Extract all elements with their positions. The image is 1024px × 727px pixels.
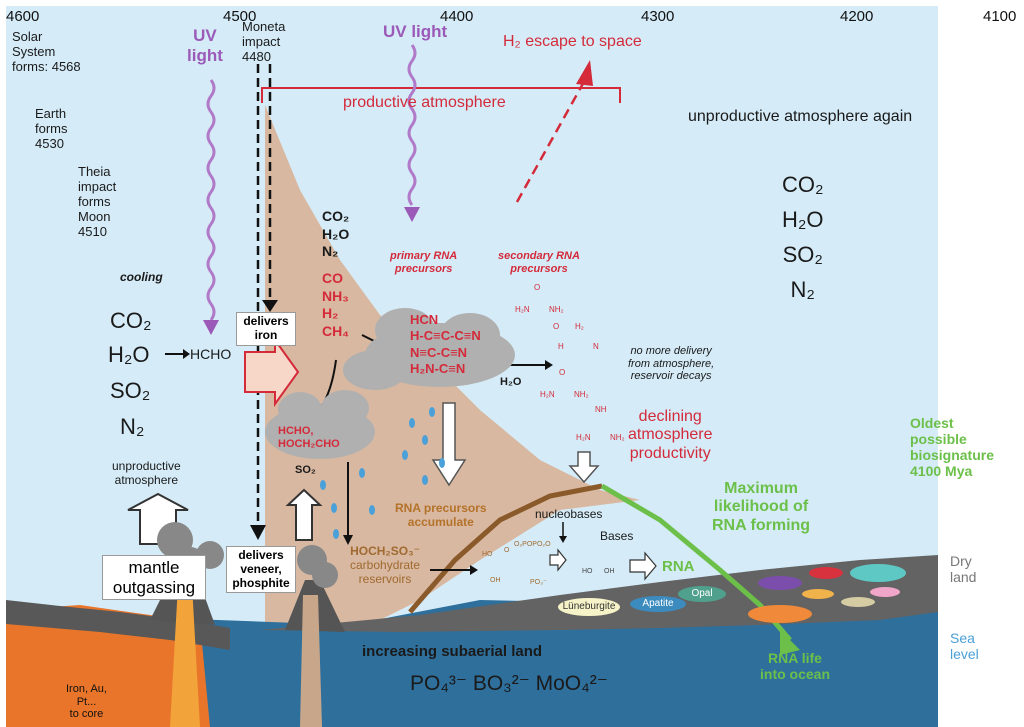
uv-light-center-label: UV light: [383, 22, 448, 41]
ocean: [6, 600, 938, 727]
productive-atmosphere-label: productive atmosphere: [343, 94, 506, 111]
top-border: [0, 0, 1024, 6]
unproductive-again-label: unproductive atmosphere again: [688, 108, 913, 125]
sugar-to-base-arrow: [549, 548, 567, 572]
core-label: Iron, Au,Pt...to core: [66, 683, 107, 721]
apatite-pond: Apatite: [630, 596, 686, 612]
axis-tick-label: 4500: [223, 8, 257, 25]
ocean-ions-label: PO₄³⁻ BO₃²⁻ MoO₄²⁻: [410, 672, 608, 695]
smoke-mid: [297, 545, 338, 588]
axis-tick-label: 4600: [6, 8, 40, 25]
declining-arrow: [568, 451, 600, 484]
h2-escape-arrowhead: [576, 60, 593, 86]
crust: [6, 600, 230, 650]
mineral-ponds: [748, 564, 906, 623]
bases-label: Bases: [600, 529, 634, 543]
luneburgite-pond: Lüneburgite: [558, 598, 620, 616]
right-margin: [938, 6, 1024, 727]
uv-arrowhead-left: [203, 320, 219, 335]
so2-small-label: SO₂: [295, 464, 316, 476]
moneta-arrowhead: [262, 300, 278, 312]
rna-label: RNA: [662, 558, 695, 575]
magma-mid: [300, 595, 322, 727]
ridge-line: [408, 483, 603, 614]
uv-wave-center: [407, 44, 417, 206]
uv-arrowhead-center: [404, 207, 420, 222]
nucleobases-label: nucleobases: [535, 507, 603, 521]
h2-escape-label: H₂ escape to space: [503, 33, 642, 50]
axis-tick-label: 4300: [641, 8, 675, 25]
uv-wave-left: [206, 79, 216, 321]
nucleobase-arrowhead: [559, 536, 567, 543]
rna-into-ocean-arrow: [780, 630, 800, 655]
to-secondary-arrowhead: [545, 360, 553, 370]
h2o-small-label: H₂O: [500, 376, 522, 388]
hcho-arrowhead: [183, 349, 190, 359]
left-so2: SO₂: [110, 378, 151, 403]
magma-left: [170, 585, 200, 727]
productive-bracket: [261, 87, 621, 103]
veneer-up-arrow: [285, 488, 323, 541]
to-rna-arrow: [629, 551, 657, 581]
increasing-land-label: increasing subaerial land: [362, 643, 543, 660]
rain-drops: [320, 407, 445, 539]
axis-tick-label: 4200: [840, 8, 874, 25]
opal-pond: Opal: [678, 586, 726, 602]
left-h2o: H₂O: [108, 342, 150, 367]
veneer-arrowhead: [250, 525, 266, 540]
hcho-cloud: [265, 390, 375, 459]
left-n2: N₂: [120, 414, 145, 439]
cooling-label: cooling: [120, 270, 163, 284]
left-hcho: HCHO: [190, 346, 232, 362]
hcn-cloud: [343, 308, 515, 390]
h2-escape-arrow: [515, 79, 587, 203]
to-carbo-arrowhead: [343, 535, 353, 545]
outgassing-arrow: [244, 336, 300, 408]
hcho-species: HCHO,HOCH₂CHO: [278, 425, 340, 450]
axis-tick-label: 4400: [440, 8, 474, 25]
to-sugar-arrowhead: [470, 565, 478, 575]
left-co2: CO₂: [110, 308, 152, 333]
axis-tick-label: 4100: [983, 8, 1017, 25]
